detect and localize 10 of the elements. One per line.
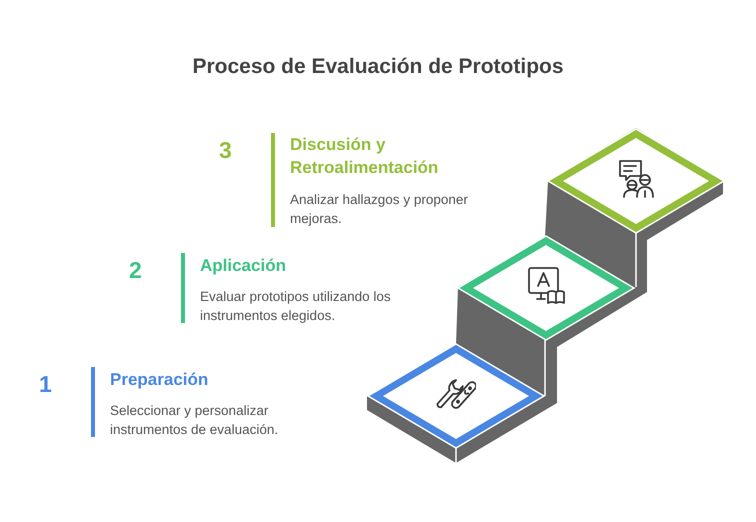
step-number: 1 — [39, 371, 52, 397]
step-description: Analizar hallazgos y proponer mejoras. — [290, 191, 469, 228]
step-description: Seleccionar y personalizar instrumentos de evaluación. — [110, 402, 280, 439]
step-description: Evaluar prototipos utilizando los instrumentos elegidos. — [200, 288, 392, 325]
step-heading: Aplicación — [200, 255, 287, 277]
step-number: 2 — [129, 257, 142, 283]
step-heading: Preparación — [110, 369, 210, 391]
title: Proceso de Evaluación de Prototipos — [191, 54, 565, 80]
step-number: 3 — [219, 137, 232, 163]
step-heading: Discusión y Retroalimentación — [290, 134, 440, 179]
